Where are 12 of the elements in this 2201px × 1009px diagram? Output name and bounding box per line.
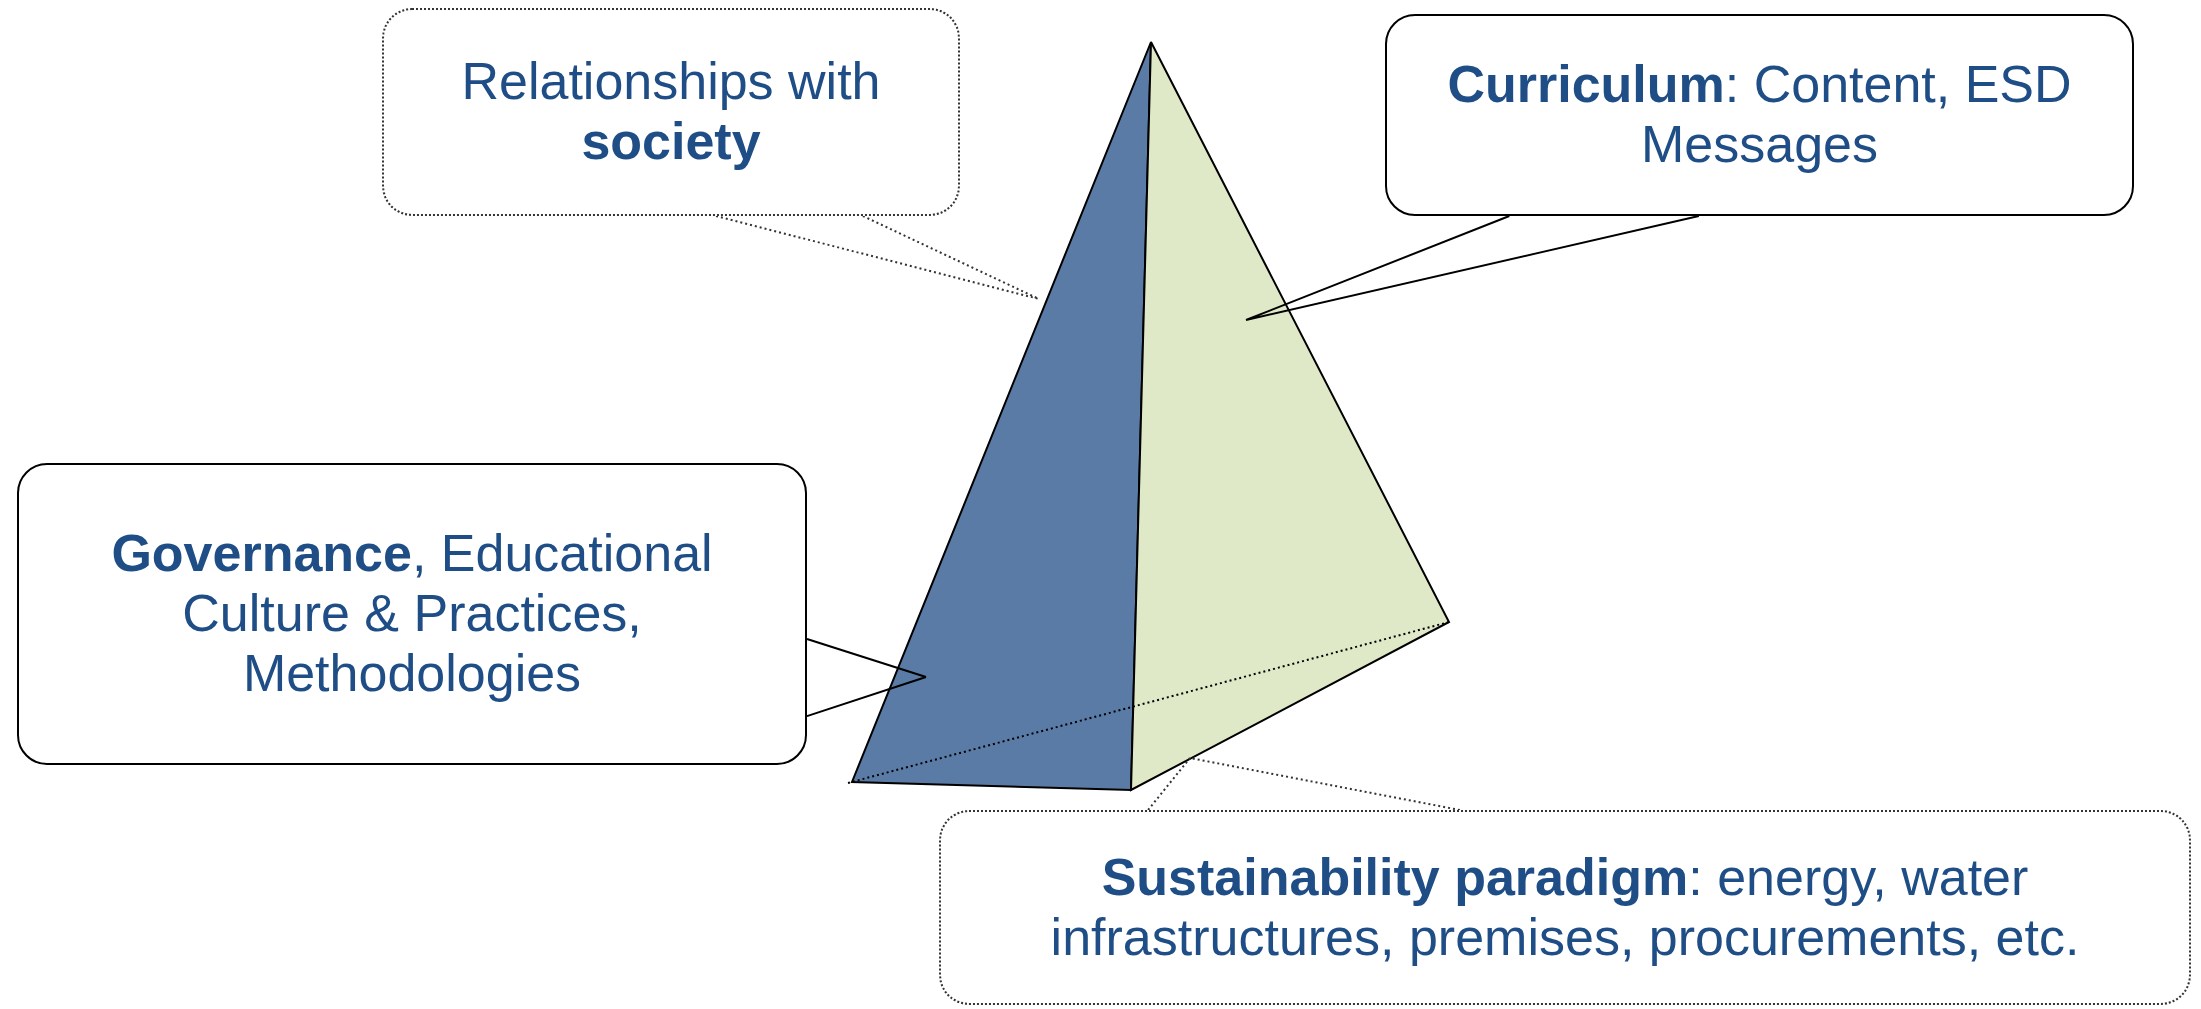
callout-bubble	[939, 810, 2191, 1005]
leader-line	[715, 215, 1040, 300]
leader-line	[1245, 215, 1700, 321]
pyramid-face	[1129, 41, 1451, 792]
callout-text: Relationships with society	[460, 52, 882, 172]
callout-bubble	[1385, 14, 2134, 216]
leader-line	[806, 638, 927, 718]
callout-bubble	[17, 463, 807, 765]
callout-bubble	[382, 8, 960, 216]
callout-text: Curriculum: Content, ESD Messages	[1446, 55, 2073, 175]
callout-text: Governance, Educational Culture & Practices, Methodologies	[110, 524, 714, 704]
callout-text: Sustainability paradigm: energy, water infrastructures, premises, procurements, etc.	[1049, 847, 2081, 968]
